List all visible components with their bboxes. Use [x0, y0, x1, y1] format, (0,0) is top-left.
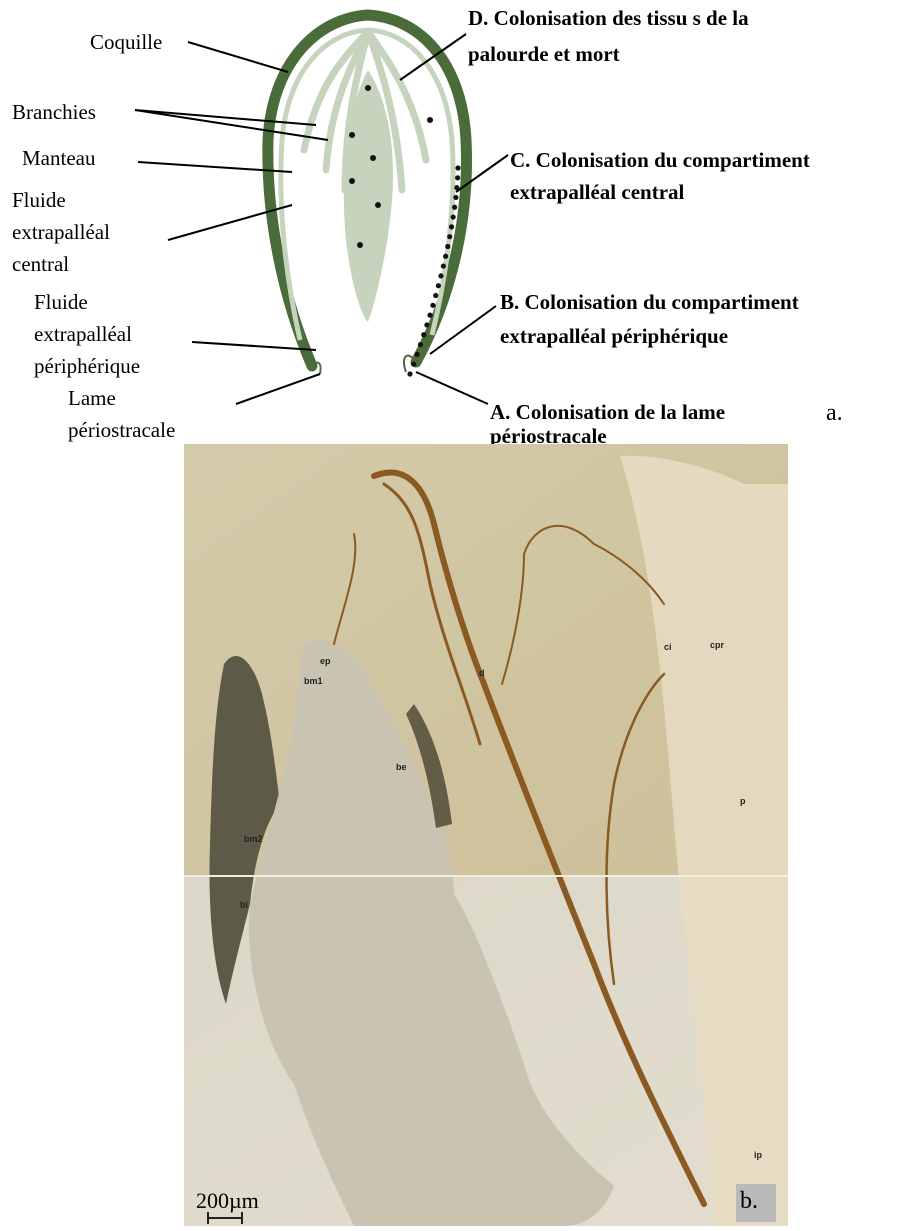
bacterium-dot [407, 371, 412, 376]
bacterium-dot [447, 234, 452, 239]
label-fluide-central-1: Fluide [12, 188, 66, 212]
annot-be: be [396, 762, 407, 772]
bacterium-dot [433, 293, 438, 298]
annot-cpr: cpr [710, 640, 724, 650]
stage-d-line2: palourde et mort [468, 42, 620, 66]
label-fluide-peripherique-3: périphérique [34, 354, 140, 378]
bacterium-dot [438, 273, 443, 278]
bacterium-dot [424, 322, 429, 327]
annot-ep: ep [320, 656, 331, 666]
label-fluide-peripherique-2: extrapalléal [34, 322, 132, 346]
stage-c-line1: C. Colonisation du compartiment [510, 148, 810, 172]
bacterium-dot [427, 313, 432, 318]
annot-bm2: bm2 [244, 834, 263, 844]
bacterium-dot [455, 165, 460, 170]
bacterium-dot [453, 195, 458, 200]
label-fluide-central-2: extrapalléal [12, 220, 110, 244]
label-manteau: Manteau [22, 146, 95, 170]
stage-d-line1: D. Colonisation des tissu s de la [468, 6, 749, 30]
stage-c-line2: extrapalléal central [510, 180, 684, 204]
annot-d: d [479, 668, 485, 678]
scale-bar-label: 200µm [196, 1188, 259, 1214]
panel-label-a: a. [826, 400, 843, 427]
label-coquille: Coquille [90, 30, 162, 54]
annot-bm1: bm1 [304, 676, 323, 686]
stage-b-line1: B. Colonisation du compartiment [500, 290, 799, 314]
annot-ci: ci [664, 642, 672, 652]
bacterium-dot [436, 283, 441, 288]
bacterium-dot [452, 205, 457, 210]
label-lame-2: périostracale [68, 418, 175, 442]
label-lame-1: Lame [68, 386, 116, 410]
stage-b-line2: extrapalléal périphérique [500, 324, 728, 348]
bacterium-dot [445, 244, 450, 249]
annot-p: p [740, 796, 746, 806]
bacterium-dot [421, 332, 426, 337]
annot-bi: bi [240, 900, 248, 910]
annot-ip: ip [754, 1150, 762, 1160]
label-fluide-peripherique-1: Fluide [34, 290, 88, 314]
bacterium-dot [455, 175, 460, 180]
bacterium-dot [430, 303, 435, 308]
label-fluide-central-3: central [12, 252, 69, 276]
bacterium-dot [449, 224, 454, 229]
panel-label-b: b. [740, 1188, 758, 1215]
stage-a-line1: A. Colonisation de la lame [490, 400, 725, 424]
micrograph-image [184, 444, 788, 1226]
bacterium-dot [415, 352, 420, 357]
bacterium-dot [411, 362, 416, 367]
histology-micrograph: d ci cpr p ep bm1 be bm2 bi ip 200µm b. [184, 444, 788, 1226]
bacterium-dot [451, 214, 456, 219]
label-branchies: Branchies [12, 100, 96, 124]
bacterium-dot [443, 254, 448, 259]
bacterium-dot [441, 263, 446, 268]
bacterium-dot [418, 342, 423, 347]
